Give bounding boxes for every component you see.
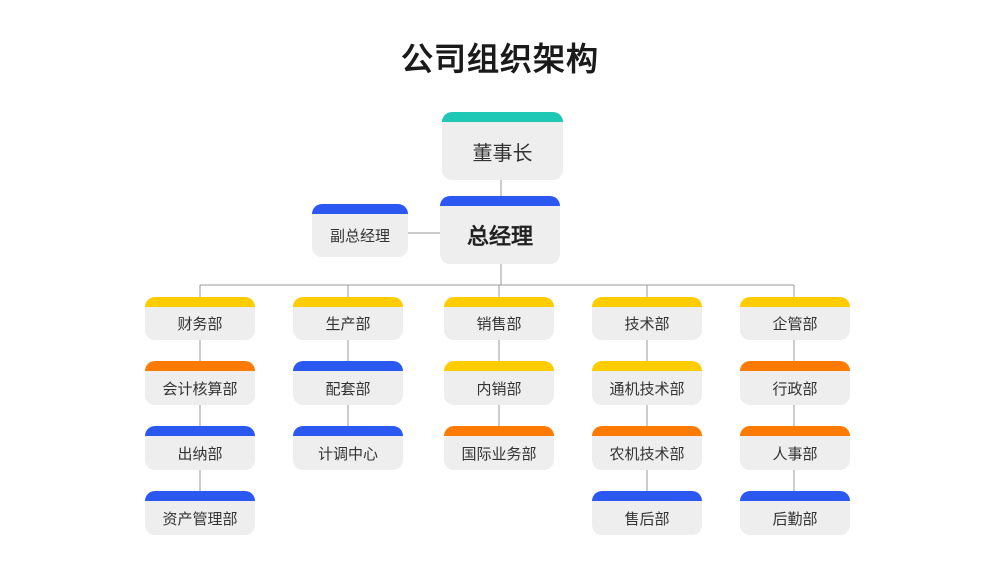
node-chairman: 董事长 [442, 112, 563, 180]
node-administration-dept: 行政部 [740, 361, 850, 405]
node-human-resources-dept: 人事部 [740, 426, 850, 470]
chart-title: 公司组织架构 [400, 40, 599, 78]
node-asset-management-dept: 资产管理部 [145, 491, 255, 535]
node-accounting-dept: 会计核算部 [145, 361, 255, 405]
node-sales-dept: 销售部 [444, 297, 554, 340]
node-after-sales-dept: 售后部 [592, 491, 702, 535]
node-domestic-sales-dept: 内销部 [444, 361, 554, 405]
node-deputy-general-manager: 副总经理 [312, 204, 408, 257]
node-general-manager: 总经理 [440, 196, 560, 264]
node-agricultural-machinery-tech-dept: 农机技术部 [592, 426, 702, 470]
node-enterprise-management-dept: 企管部 [740, 297, 850, 340]
node-logistics-dept: 后勤部 [740, 491, 850, 535]
node-cashier-dept: 出纳部 [145, 426, 255, 470]
node-dispatch-center: 计调中心 [293, 426, 403, 470]
node-supporting-dept: 配套部 [293, 361, 403, 405]
node-production-dept: 生产部 [293, 297, 403, 340]
node-finance-dept: 财务部 [145, 297, 255, 340]
node-technology-dept: 技术部 [592, 297, 702, 340]
node-general-machinery-tech-dept: 通机技术部 [592, 361, 702, 405]
node-international-business-dept: 国际业务部 [444, 426, 554, 470]
